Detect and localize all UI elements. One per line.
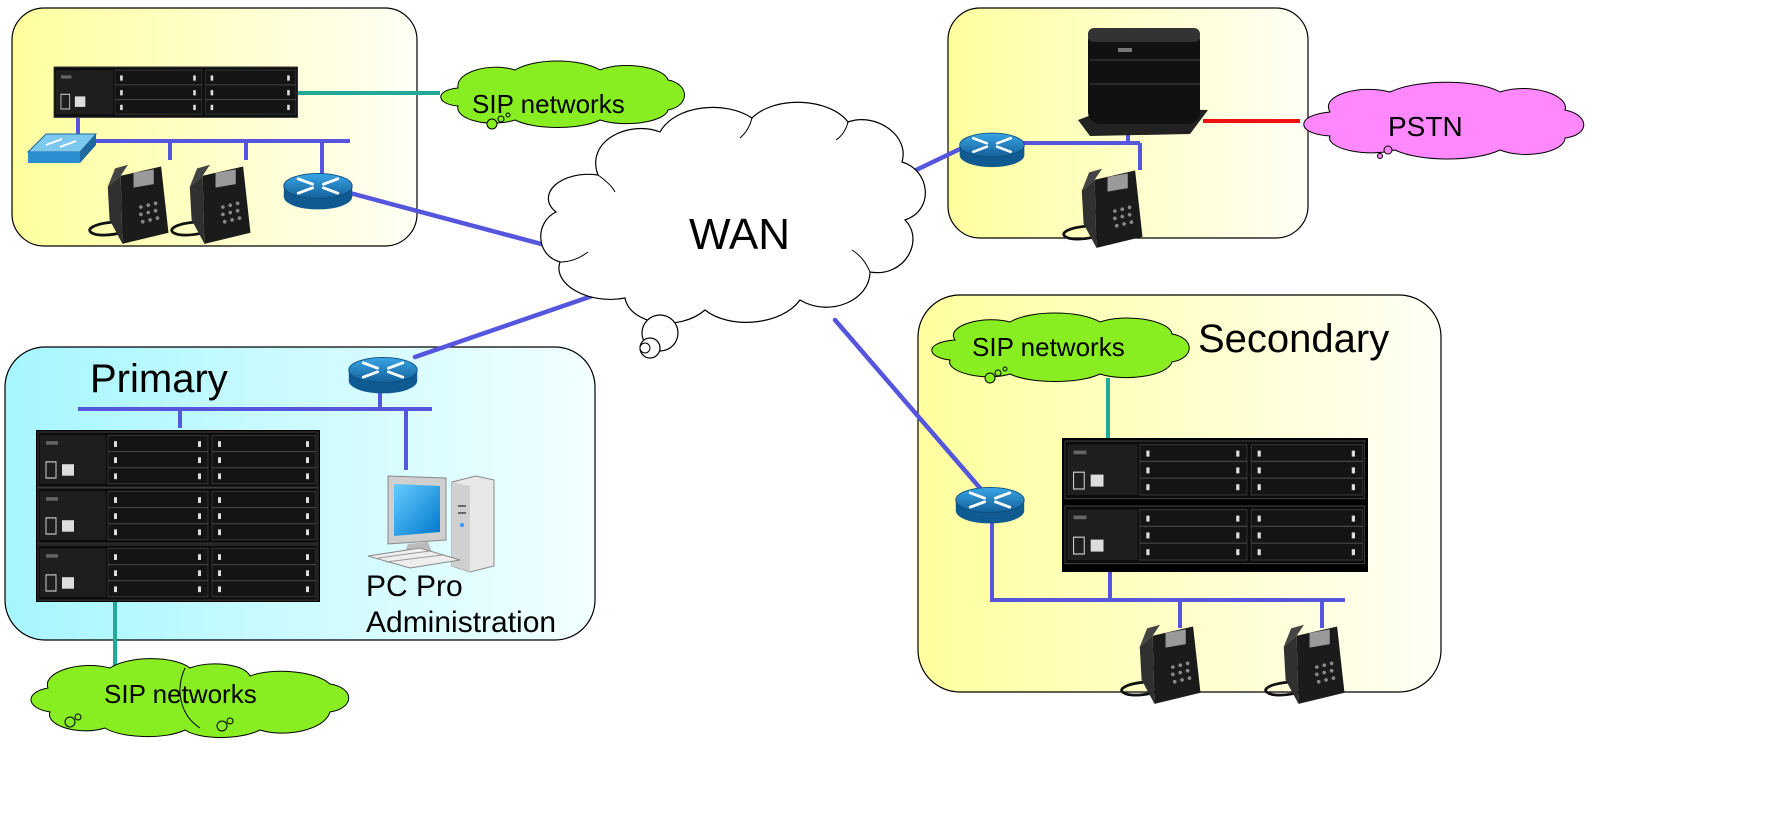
server-chassis-icon — [53, 66, 299, 118]
wan-label: WAN — [689, 210, 790, 259]
wan-link-secondary — [832, 317, 983, 491]
wan-link-primary — [412, 292, 598, 360]
primary-title: Primary — [90, 357, 228, 401]
secondary-title: Secondary — [1198, 317, 1389, 361]
router-icon — [954, 486, 1026, 525]
pc-label-line1: PC Pro — [366, 570, 463, 603]
wan-link-top-right — [909, 145, 965, 175]
sip-bottom-label: SIP networks — [104, 679, 257, 709]
small-pbx-icon — [1078, 28, 1208, 136]
wan-cloud — [540, 101, 926, 359]
pstn-cloud — [1303, 81, 1585, 160]
switch-icon — [26, 133, 98, 163]
server-chassis-icon — [1062, 438, 1368, 572]
wan-link-top-left — [347, 190, 548, 248]
secondary-lan — [990, 515, 1345, 628]
router-icon — [282, 172, 354, 211]
server-chassis-icon — [36, 430, 320, 602]
pc-label-line2: Administration — [366, 606, 556, 639]
router-icon — [347, 356, 419, 395]
sip-top-label: SIP networks — [472, 89, 625, 119]
pstn-label: PSTN — [1388, 111, 1463, 142]
sip-secondary-label: SIP networks — [972, 332, 1125, 362]
router-icon — [958, 131, 1026, 169]
pc-icon — [367, 475, 495, 573]
sip-cloud-secondary — [931, 312, 1190, 384]
sip-cloud-bottom — [30, 658, 350, 738]
sip-cloud-top — [440, 60, 685, 130]
